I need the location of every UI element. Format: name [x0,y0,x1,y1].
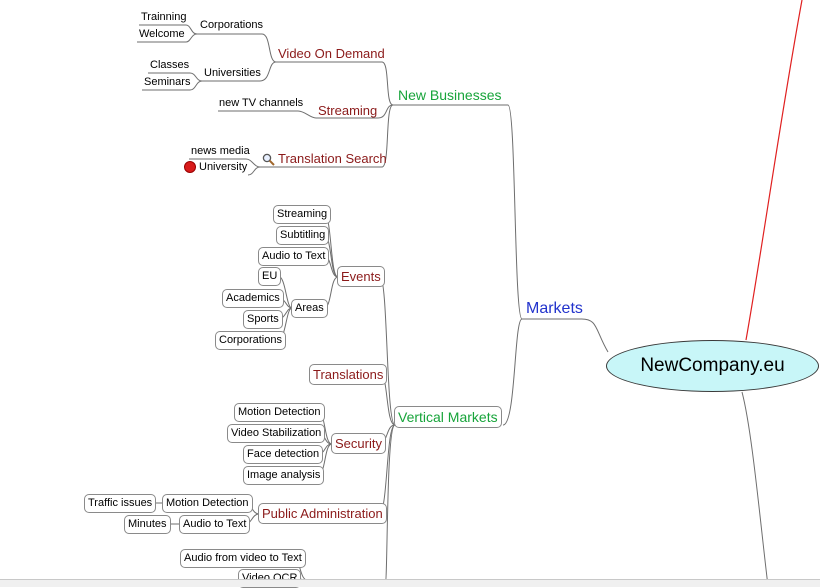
topic-pa-audio-to-text[interactable]: Audio to Text [179,515,251,534]
topic-minutes-label: Minutes [128,518,167,530]
topic-university[interactable]: University [184,161,247,173]
topic-translations[interactable]: Translations [309,364,388,385]
topic-public-administration[interactable]: Public Administration [258,503,387,524]
topic-events[interactable]: Events [337,266,385,287]
topic-areas-label: Areas [295,302,324,314]
topic-public-administration-label: Public Administration [262,506,383,521]
topic-translations-label: Translations [313,367,384,382]
topic-eu[interactable]: EU [258,267,282,286]
horizontal-scrollbar[interactable] [0,579,820,587]
topic-translation-search-label: Translation Search [278,151,387,166]
topic-pa-motion-detection[interactable]: Motion Detection [162,494,253,513]
topic-classes[interactable]: Classes [150,60,189,71]
topic-seminars-label: Seminars [144,76,191,88]
topic-pa-audio-to-text-label: Audio to Text [183,518,247,530]
topic-welcome-label: Welcome [139,28,185,40]
topic-video-ocr-label: Video OCR [242,572,298,584]
topic-corporations-label: Corporations [200,19,263,31]
topic-new-tv-channels-label: new TV channels [219,97,304,109]
topic-markets[interactable]: Markets [526,301,583,317]
topic-pa-motion-detection-label: Motion Detection [166,497,249,509]
topic-corporations[interactable]: Corporations [200,20,263,31]
topic-audio-from-video-to-text-label: Audio from video to Text [184,552,302,564]
topic-events-label: Events [341,269,381,284]
topic-video-stabilization[interactable]: Video Stabilization [227,424,326,443]
topic-video-on-demand[interactable]: Video On Demand [278,47,385,60]
topic-new-tv-channels[interactable]: new TV channels [219,98,303,109]
central-topic[interactable]: NewCompany.eu [606,340,819,392]
topic-image-analysis[interactable]: Image analysis [243,466,325,485]
topic-events-audio-to-text[interactable]: Audio to Text [258,247,330,266]
topic-classes-label: Classes [150,59,190,71]
topic-events-audio-to-text-label: Audio to Text [262,250,326,262]
topic-universities-label: Universities [204,67,261,79]
topic-streaming-label: Streaming [318,103,378,118]
topic-markets-label: Markets [526,300,583,317]
magnifier-icon [262,153,275,166]
topic-subtitling[interactable]: Subtitling [276,226,330,245]
topic-face-detection[interactable]: Face detection [243,445,324,464]
topic-universities[interactable]: Universities [204,68,261,79]
topic-trainning-label: Trainning [141,11,187,23]
topic-streaming[interactable]: Streaming [318,104,377,117]
topic-minutes[interactable]: Minutes [124,515,171,534]
central-topic-label: NewCompany.eu [640,355,785,376]
topic-eu-label: EU [262,270,278,282]
topic-new-businesses[interactable]: New Businesses [398,88,502,102]
topic-motion-detection[interactable]: Motion Detection [234,403,325,422]
topic-translation-search[interactable]: Translation Search [262,152,387,166]
topic-sports-label: Sports [247,313,279,325]
topic-video-stabilization-label: Video Stabilization [231,427,322,439]
topic-vertical-markets-label: Vertical Markets [398,409,498,425]
topic-welcome[interactable]: Welcome [139,29,185,40]
topic-university-label: University [199,160,248,173]
topic-motion-detection-label: Motion Detection [238,406,321,418]
topic-trainning[interactable]: Trainning [141,12,186,23]
topic-academics[interactable]: Academics [222,289,284,308]
topic-areas[interactable]: Areas [291,299,328,318]
topic-image-analysis-label: Image analysis [247,469,321,481]
topic-news-media[interactable]: news media [191,146,250,157]
topic-new-businesses-label: New Businesses [398,87,502,103]
topic-areas-corporations-label: Corporations [219,334,282,346]
topic-video-on-demand-label: Video On Demand [278,46,385,61]
topic-events-streaming-label: Streaming [277,208,328,220]
topic-areas-corporations[interactable]: Corporations [215,331,286,350]
topic-traffic-issues-label: Traffic issues [88,497,153,509]
topic-seminars[interactable]: Seminars [144,77,190,88]
topic-face-detection-label: Face detection [247,448,320,460]
topic-traffic-issues[interactable]: Traffic issues [84,494,157,513]
stop-icon [184,161,196,173]
topic-subtitling-label: Subtitling [280,229,326,241]
topic-academics-label: Academics [226,292,280,304]
topic-security-label: Security [335,436,382,451]
topic-sports[interactable]: Sports [243,310,283,329]
topic-security[interactable]: Security [331,433,386,454]
topic-news-media-label: news media [191,145,250,157]
topic-vertical-markets[interactable]: Vertical Markets [394,406,502,428]
topic-audio-from-video-to-text[interactable]: Audio from video to Text [180,549,306,568]
topic-events-streaming[interactable]: Streaming [273,205,332,224]
